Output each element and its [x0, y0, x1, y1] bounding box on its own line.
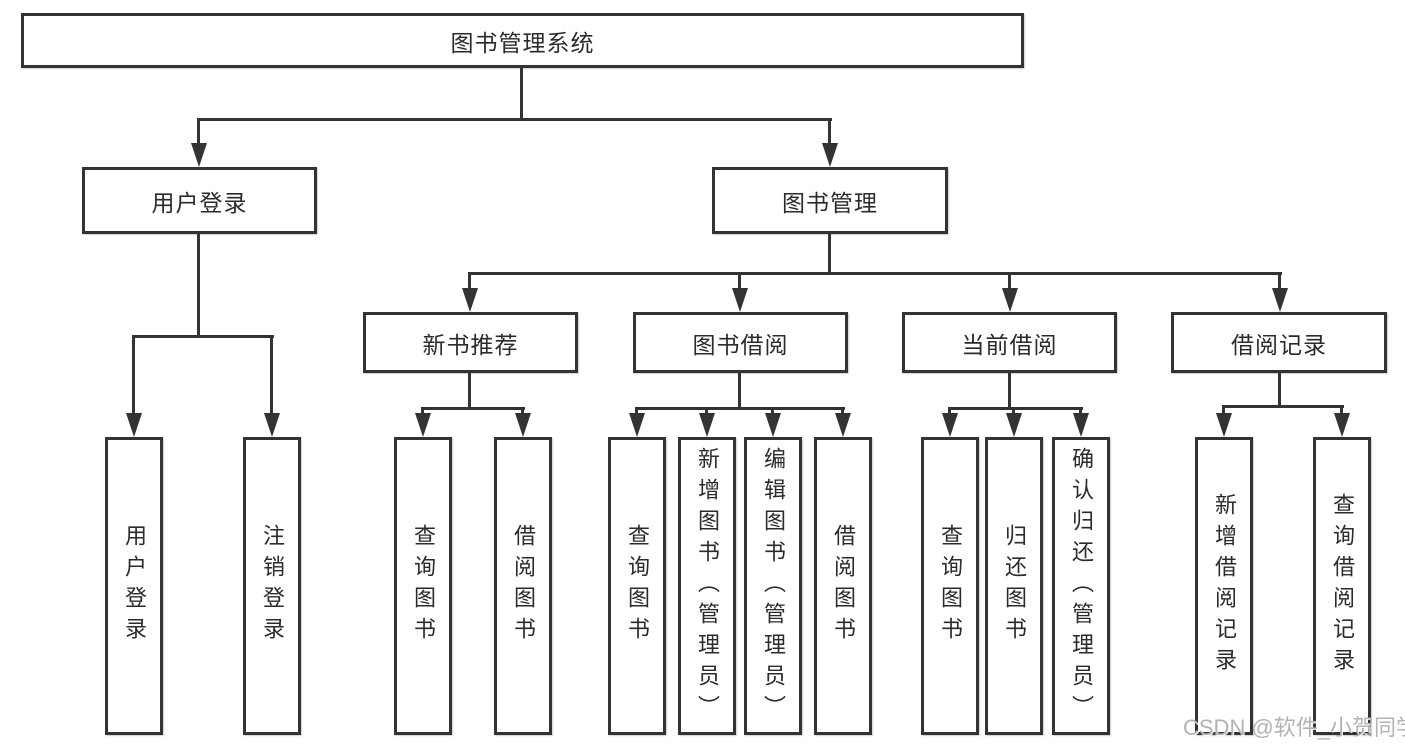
arrow-down-icon	[126, 413, 142, 437]
node-library-management-system: 图书管理系统	[21, 13, 1024, 68]
leaf-query-books-borrowing: 查询图书	[608, 437, 666, 735]
leaf-label: 新增借阅记录	[1212, 493, 1237, 679]
arrow-down-icon	[1006, 413, 1022, 437]
connector-to-leaf	[948, 407, 951, 417]
leaf-query-borrow-record: 查询借阅记录	[1313, 437, 1371, 735]
node-label: 图书借阅	[692, 331, 789, 358]
leaf-query-books-current: 查询图书	[921, 437, 979, 735]
node-label: 借阅记录	[1231, 331, 1327, 358]
leaf-borrow-books-borrowing: 借阅图书	[814, 437, 872, 735]
connector-borrowing-stem	[738, 373, 741, 410]
connector-to-leaf	[771, 407, 774, 417]
arrow-down-icon	[942, 413, 958, 437]
arrow-down-icon	[822, 143, 838, 167]
leaf-user-login: 用户登录	[105, 437, 163, 735]
arrow-down-icon	[264, 413, 280, 437]
connector-to-l3	[738, 272, 741, 290]
connector-to-leaf	[421, 407, 424, 417]
arrow-down-icon	[191, 143, 207, 167]
leaf-confirm-return-admin: 确认归还（管理员）	[1052, 437, 1110, 735]
leaf-label: 新增图书（管理员）	[695, 446, 720, 726]
arrow-down-icon	[1272, 288, 1288, 312]
connector-to-l3	[1008, 272, 1011, 290]
connector-to-leaf	[521, 407, 524, 417]
connector-user-login-stem	[197, 234, 200, 338]
arrow-down-icon	[1073, 413, 1089, 437]
node-current-borrowing: 当前借阅	[902, 312, 1117, 373]
arrow-down-icon	[732, 288, 748, 312]
csdn-watermark: CSDN @软件_小贺同学	[1183, 715, 1405, 740]
connector-to-l3	[468, 272, 471, 290]
arrow-down-icon	[765, 413, 781, 437]
connector-to-user-login	[197, 118, 200, 146]
connector-to-leaf	[1222, 405, 1225, 417]
leaf-borrow-books-recommend: 借阅图书	[494, 437, 552, 735]
node-book-borrowing: 图书借阅	[633, 312, 848, 373]
connector-to-leaf	[635, 407, 638, 417]
connector-borrowing-split	[635, 407, 845, 410]
leaf-label: 确认归还（管理员）	[1069, 446, 1094, 726]
connector-records-stem	[1278, 373, 1281, 408]
connector-to-leaf	[1079, 407, 1082, 417]
connector-to-leaf	[1340, 405, 1343, 417]
leaf-edit-book-admin: 编辑图书（管理员）	[744, 437, 802, 735]
arrow-down-icon	[462, 288, 478, 312]
connector-root-stem	[520, 68, 523, 121]
leaf-label: 借阅图书	[511, 524, 536, 648]
connector-records-split	[1222, 405, 1344, 408]
leaf-query-books-recommend: 查询图书	[394, 437, 452, 735]
connector-to-leaf	[270, 335, 273, 415]
connector-root-split	[197, 118, 832, 121]
node-user-login: 用户登录	[82, 167, 317, 234]
leaf-add-book-admin: 新增图书（管理员）	[678, 437, 736, 735]
connector-user-login-split	[132, 335, 274, 338]
connector-to-book-management	[828, 118, 831, 146]
leaf-label: 编辑图书（管理员）	[761, 446, 786, 726]
arrow-down-icon	[415, 413, 431, 437]
leaf-label: 注销登录	[260, 524, 285, 648]
node-new-book-recommendation: 新书推荐	[363, 312, 578, 373]
connector-recommend-stem	[468, 373, 471, 410]
leaf-label: 查询借阅记录	[1330, 493, 1355, 679]
connector-current-stem	[1008, 373, 1011, 410]
node-label: 用户登录	[151, 189, 248, 216]
arrow-down-icon	[1002, 288, 1018, 312]
leaf-label: 借阅图书	[831, 524, 856, 648]
node-book-management: 图书管理	[712, 167, 948, 234]
node-borrowing-records: 借阅记录	[1171, 312, 1387, 373]
node-label: 图书管理	[782, 189, 878, 216]
connector-book-management-split	[468, 272, 1282, 275]
arrow-down-icon	[515, 413, 531, 437]
arrow-down-icon	[835, 413, 851, 437]
leaf-label: 查询图书	[411, 524, 436, 648]
arrow-down-icon	[1334, 413, 1350, 437]
connector-book-management-stem	[828, 234, 831, 275]
connector-current-split	[948, 407, 1083, 410]
leaf-label: 归还图书	[1002, 524, 1027, 648]
connector-to-leaf	[1012, 407, 1015, 417]
leaf-label: 查询图书	[938, 524, 963, 648]
leaf-logout: 注销登录	[243, 437, 301, 735]
leaf-add-borrow-record: 新增借阅记录	[1195, 437, 1253, 735]
connector-to-leaf	[705, 407, 708, 417]
arrow-down-icon	[699, 413, 715, 437]
leaf-return-books: 归还图书	[985, 437, 1043, 735]
connector-to-leaf	[841, 407, 844, 417]
node-label: 当前借阅	[961, 331, 1058, 358]
arrow-down-icon	[629, 413, 645, 437]
connector-recommend-split	[421, 407, 525, 410]
connector-to-l3	[1278, 272, 1281, 290]
node-label: 图书管理系统	[450, 29, 595, 56]
node-label: 新书推荐	[422, 331, 519, 358]
arrow-down-icon	[1216, 413, 1232, 437]
leaf-label: 查询图书	[625, 524, 650, 648]
connector-to-leaf	[132, 335, 135, 415]
leaf-label: 用户登录	[122, 524, 147, 648]
